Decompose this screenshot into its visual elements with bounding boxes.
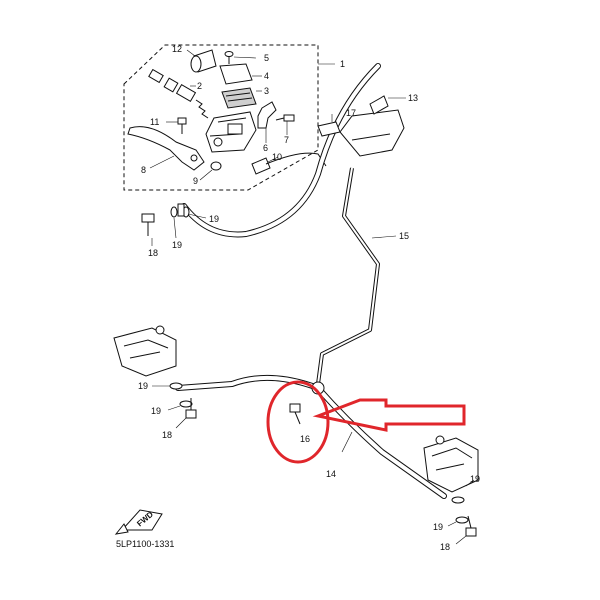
callout-18-left: 18 — [162, 430, 172, 440]
callout-5: 5 — [264, 53, 269, 63]
part-13-joint[interactable] — [369, 95, 406, 115]
master-cylinder-body[interactable] — [205, 111, 257, 153]
part-18-union-bolt-left[interactable] — [175, 398, 197, 429]
part-19-washers-upper[interactable] — [170, 203, 207, 239]
callout-17: 17 — [346, 108, 356, 118]
callout-18-right: 18 — [440, 542, 450, 552]
part-19-washers-left[interactable] — [152, 382, 193, 411]
part-15-brake-pipe[interactable] — [316, 167, 397, 385]
part-18-union-bolt-right[interactable] — [455, 515, 477, 545]
callout-15: 15 — [399, 231, 409, 241]
part-10-brake-switch[interactable] — [251, 152, 327, 175]
callout-8: 8 — [141, 165, 146, 175]
part-12-cap[interactable] — [186, 49, 217, 73]
highlight-circle — [266, 380, 330, 464]
callout-6: 6 — [263, 143, 268, 153]
part-1-brake-hose-upper[interactable] — [181, 63, 381, 238]
callout-19-left-upper: 19 — [138, 381, 148, 391]
part-2-piston-kit[interactable] — [148, 68, 209, 119]
diagram-code: 5LP1100-1331 — [116, 539, 174, 549]
callout-14: 14 — [326, 469, 336, 479]
part-3-diaphragm[interactable] — [221, 87, 262, 109]
part-14-hose-right[interactable] — [315, 385, 447, 499]
callout-7: 7 — [284, 135, 289, 145]
part-4-reservoir-cover[interactable] — [219, 63, 262, 85]
callout-19-left-lower: 19 — [151, 406, 161, 416]
highlight-arrow — [312, 398, 466, 432]
callout-19-right-upper: 19 — [470, 474, 480, 484]
right-brake-caliper[interactable] — [423, 435, 479, 493]
callout-13: 13 — [408, 93, 418, 103]
part-18-union-bolt-upper[interactable] — [141, 213, 155, 246]
callout-11: 11 — [150, 117, 159, 127]
part-9-nut[interactable] — [199, 161, 222, 181]
part-8-brake-lever[interactable] — [127, 126, 205, 171]
callout-2: 2 — [197, 81, 202, 91]
part-5-screw[interactable] — [224, 51, 257, 65]
part-7-bolt[interactable] — [275, 114, 295, 135]
callout-16: 16 — [300, 434, 310, 444]
callout-9: 9 — [193, 176, 198, 186]
callout-19-right-lower: 19 — [433, 522, 443, 532]
part-11-bolt[interactable] — [166, 117, 187, 134]
part-17-clamp[interactable] — [317, 114, 341, 137]
callout-4: 4 — [264, 71, 269, 81]
frame-bracket — [339, 109, 405, 157]
callout-10: 10 — [272, 152, 282, 162]
fwd-arrow-icon: FWD — [114, 509, 163, 535]
part-19-washers-right[interactable] — [447, 479, 475, 527]
callout-19-upper-left: 19 — [172, 240, 182, 250]
callout-18-upper: 18 — [148, 248, 158, 258]
part-6-union[interactable] — [257, 101, 277, 143]
left-brake-caliper[interactable] — [113, 325, 177, 377]
callout-1: 1 — [340, 59, 345, 69]
callout-19-upper-right: 19 — [209, 214, 219, 224]
callout-3: 3 — [264, 86, 269, 96]
master-cylinder-assembly-outline — [123, 44, 319, 191]
callout-12: 12 — [172, 44, 182, 54]
